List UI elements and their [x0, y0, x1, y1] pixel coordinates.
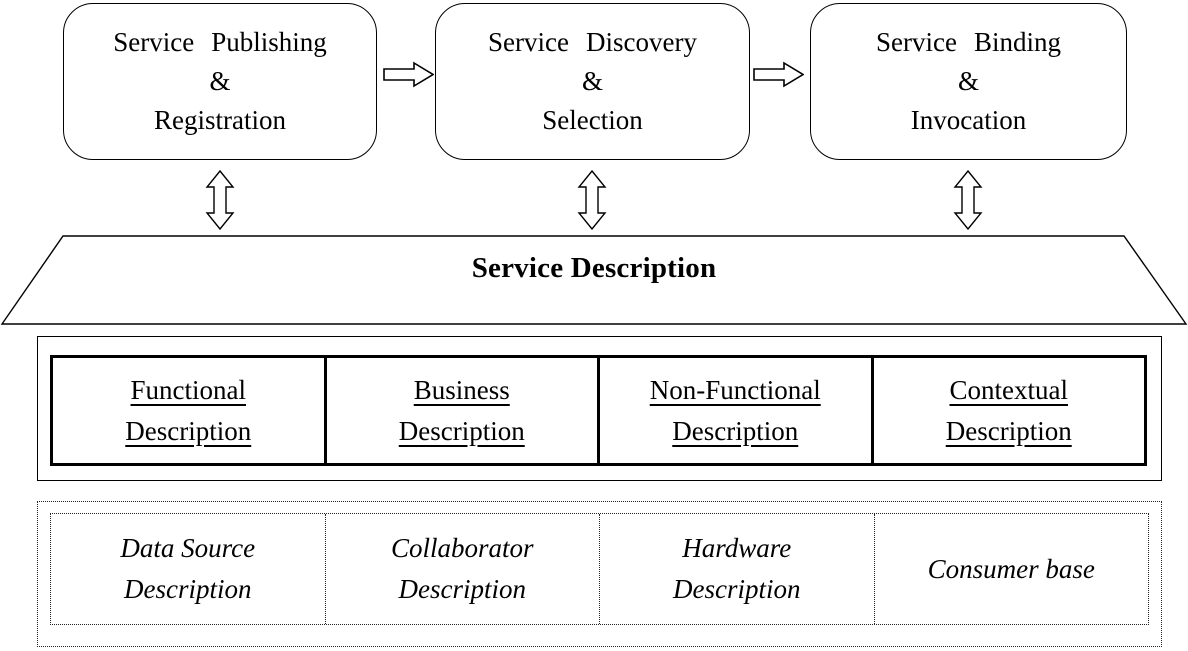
cell-line: Collaborator	[390, 533, 534, 563]
process-box-line: &	[957, 66, 979, 96]
cell-line: Functional	[130, 374, 247, 405]
right-arrow-icon	[753, 61, 804, 88]
context-cell-data-source: Data Source Description	[51, 514, 326, 624]
description-types-table: Functional Description Business Descript…	[50, 355, 1147, 466]
description-types-panel: Functional Description Business Descript…	[37, 336, 1162, 481]
cell-line: Description	[673, 574, 801, 604]
process-box-discovery-selection: Service Discovery & Selection	[435, 3, 750, 160]
cell-line: Business	[413, 374, 510, 405]
service-description-label: Service Description	[471, 252, 717, 284]
process-box-publishing-registration: Service Publishing & Registration	[63, 3, 377, 160]
cell-line: Description	[945, 415, 1072, 446]
description-type-cell-business: Business Description	[327, 358, 600, 463]
process-box-line: Registration	[154, 105, 286, 135]
double-vertical-arrow-icon	[572, 170, 612, 230]
cell-line: Hardware	[682, 533, 792, 563]
process-box-line: &	[209, 66, 231, 96]
context-cell-collaborator: Collaborator Description	[326, 514, 600, 624]
context-descriptions-panel: Data Source Description Collaborator Des…	[37, 501, 1162, 647]
process-box-line: Selection	[542, 105, 643, 135]
cell-line: Contextual	[949, 374, 1068, 405]
process-box-binding-invocation: Service Binding & Invocation	[810, 3, 1127, 160]
cell-line: Data Source	[120, 533, 256, 563]
double-vertical-arrow-icon	[948, 170, 988, 230]
description-type-cell-contextual: Contextual Description	[874, 358, 1145, 463]
cell-line: Description	[672, 415, 799, 446]
context-cell-hardware: Hardware Description	[600, 514, 875, 624]
service-description-trapezoid	[0, 230, 1188, 330]
description-type-cell-functional: Functional Description	[53, 358, 327, 463]
cell-line: Description	[398, 415, 525, 446]
context-descriptions-table: Data Source Description Collaborator Des…	[50, 513, 1149, 625]
cell-line: Description	[398, 574, 527, 604]
cell-line: Non-Functional	[649, 374, 821, 405]
process-box-line: Service Binding	[876, 27, 1061, 57]
right-arrow-icon	[383, 61, 434, 88]
double-vertical-arrow-icon	[200, 170, 240, 230]
cell-line: Consumer base	[927, 553, 1095, 584]
process-box-line: &	[581, 66, 603, 96]
description-type-cell-non-functional: Non-Functional Description	[600, 358, 874, 463]
cell-line: Description	[124, 574, 252, 604]
process-box-line: Invocation	[910, 105, 1027, 135]
cell-line: Description	[125, 415, 252, 446]
process-box-line: Service Publishing	[113, 27, 327, 57]
context-cell-consumer-base: Consumer base	[875, 514, 1149, 624]
process-box-line: Service Discovery	[488, 27, 697, 57]
